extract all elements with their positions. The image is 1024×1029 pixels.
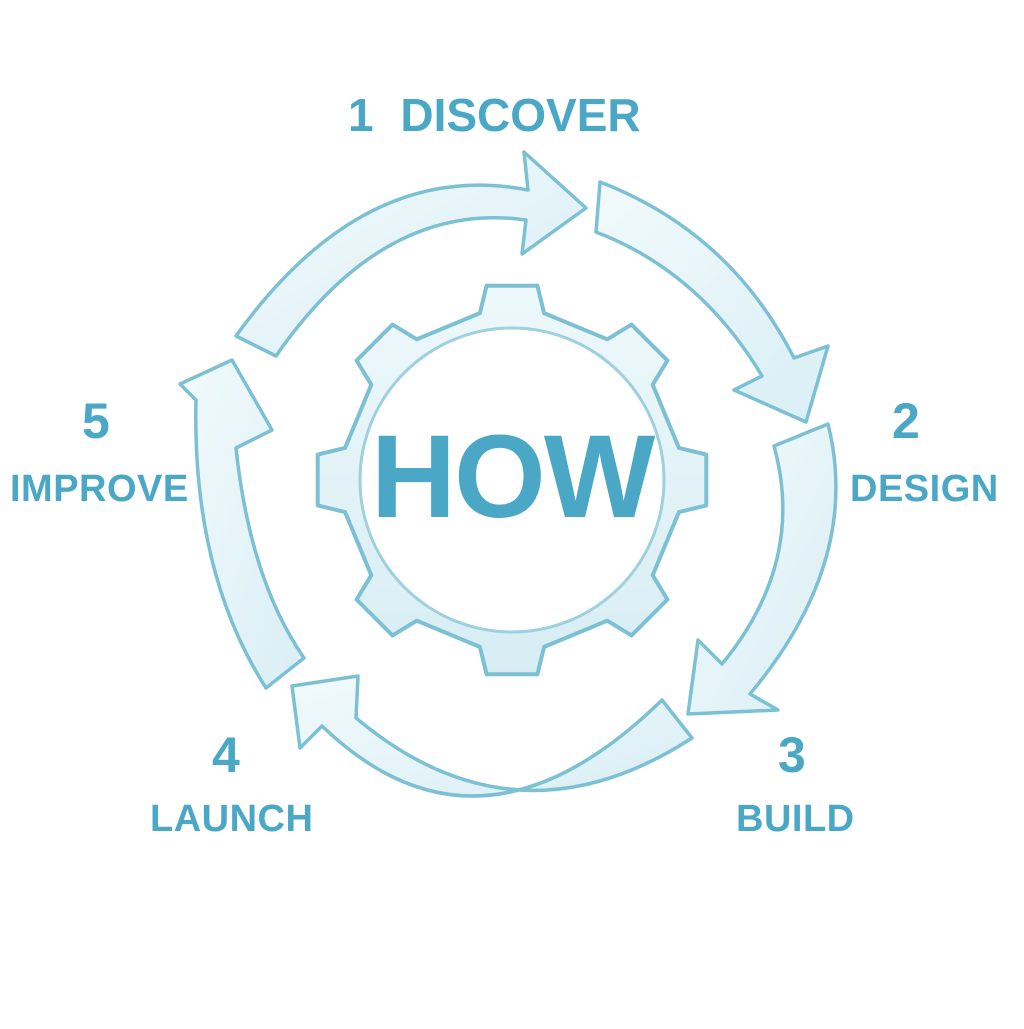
gear-icon [315,283,709,677]
step-3-number: 3 [778,727,806,783]
step-3-title: BUILD [736,798,855,840]
step-4-title: LAUNCH [150,798,314,840]
step-1-number: 1 [348,89,374,141]
arrow-launch [290,674,694,798]
step-1-title: DISCOVER [400,89,641,141]
step-2-title: DESIGN [850,468,999,510]
step-5-number: 5 [82,393,110,449]
gear-inner-ring [358,326,666,634]
arrow-design [594,180,830,424]
step-5-title: IMPROVE [10,468,189,510]
center-label: HOW [370,411,655,543]
arrow-improve [178,358,306,690]
step-1-label: 1 DISCOVER [348,92,641,138]
arrow-build [686,422,838,716]
step-4-number: 4 [212,727,240,783]
arrow-discover [234,150,588,358]
step-2-number: 2 [892,393,920,449]
